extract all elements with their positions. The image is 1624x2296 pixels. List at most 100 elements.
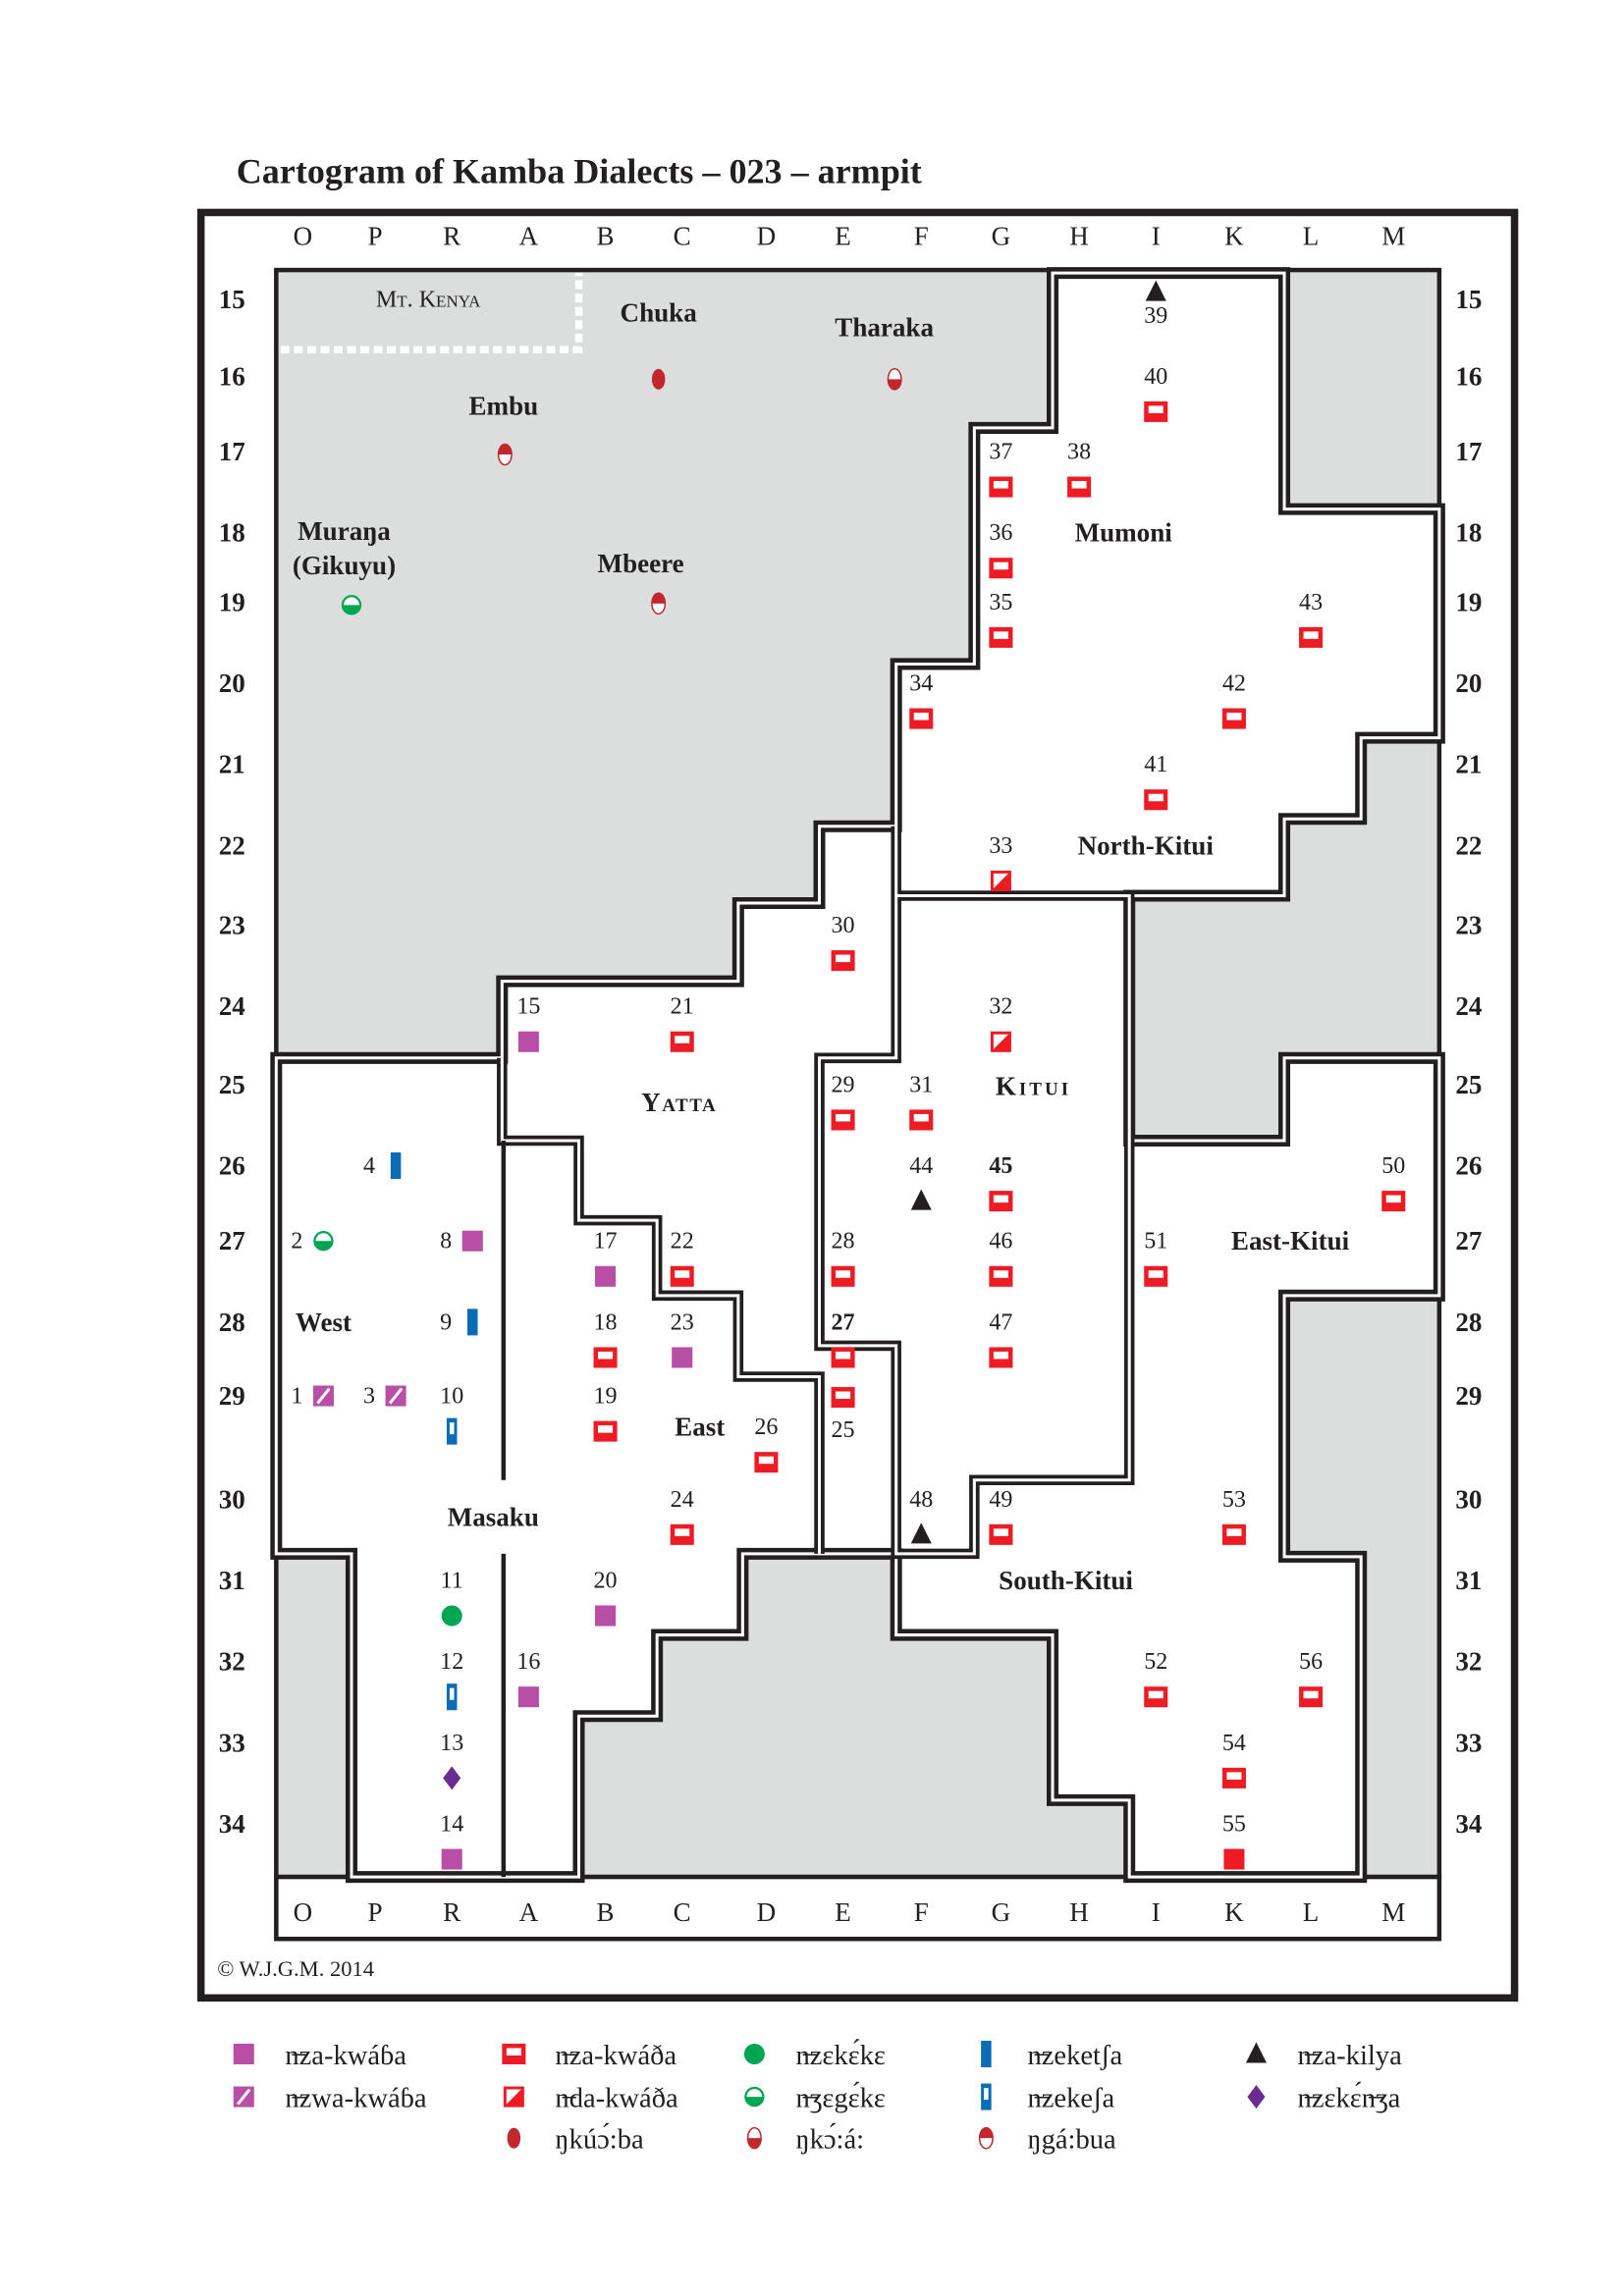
region-mt-kenya: Mt. Kenya (376, 288, 481, 313)
purple-square-icon (517, 1686, 539, 1708)
site-15: 15 (516, 994, 540, 1052)
left-row-label: 28 (219, 1308, 245, 1337)
site-2: 2 (291, 1229, 334, 1255)
red-top-half-oval-icon (978, 2126, 994, 2150)
right-row-label: 33 (1455, 1728, 1482, 1757)
red-window-square-icon (989, 1347, 1013, 1368)
purple-slashed-square-icon (233, 2086, 254, 2108)
right-row-label: 26 (1455, 1151, 1482, 1181)
legend-label: n̶ʒɛgɛ́kɛ (795, 2081, 885, 2114)
site-number: 27 (832, 1309, 855, 1335)
red-oval-icon (651, 368, 666, 390)
legend-item: n̶zeketʃa (981, 2040, 1122, 2071)
right-row-label: 22 (1455, 830, 1482, 860)
bottom-column-label: E (835, 1897, 851, 1927)
site-35: 35 (989, 590, 1013, 648)
site-32: 32 (989, 994, 1012, 1052)
blue-slotted-bar-icon (446, 1417, 458, 1445)
legend-item: n̶za-kwáða (502, 2041, 677, 2071)
red-window-square-icon (831, 1265, 855, 1287)
left-row-label: 33 (219, 1728, 245, 1757)
legend-label: ŋkúɔ́:ba (555, 2122, 644, 2156)
red-window-square-icon (909, 708, 934, 729)
site-number: 50 (1381, 1153, 1405, 1179)
top-column-label: E (835, 222, 851, 251)
left-row-label: 24 (219, 991, 246, 1021)
site-number: 29 (832, 1072, 855, 1097)
legend-item: n̶ʒɛgɛ́kɛ (744, 2081, 886, 2114)
left-row-label: 17 (219, 437, 245, 466)
site-number: 11 (441, 1568, 463, 1593)
legend-label: n̶zɛkɛ́n̶ʒa (1298, 2081, 1401, 2114)
red-window-square-icon (1144, 400, 1168, 422)
legend-label: n̶za-kwáða (555, 2041, 677, 2071)
site-1: 1 (291, 1384, 334, 1410)
black-triangle-icon (1145, 280, 1166, 301)
red-window-square-icon (754, 1452, 779, 1473)
site-number: 43 (1299, 590, 1323, 615)
region-embu: Embu (469, 391, 539, 420)
bottom-column-label: L (1303, 1897, 1320, 1927)
top-column-label: G (992, 222, 1011, 251)
legend-item: n̶zwa-kwáɓa (233, 2084, 427, 2114)
site-24: 24 (670, 1487, 694, 1545)
site-30: 30 (831, 913, 855, 972)
site-number: 30 (832, 913, 855, 938)
site-46: 46 (989, 1229, 1013, 1287)
bottom-column-label: D (757, 1897, 777, 1927)
right-row-label: 25 (1455, 1070, 1482, 1099)
region-south-kitui: South-Kitui (999, 1566, 1133, 1595)
left-row-label: 25 (219, 1070, 245, 1099)
solid-red-square-icon (1223, 1848, 1245, 1870)
red-window-square-icon (593, 1420, 618, 1442)
region-east-kitui: East-Kitui (1231, 1226, 1350, 1255)
site-number: 12 (440, 1649, 463, 1675)
red-window-square-icon (989, 1191, 1013, 1212)
site-number: 10 (440, 1384, 463, 1410)
site-52: 52 (1144, 1649, 1168, 1708)
legend-label: n̶zekeʃa (1027, 2084, 1114, 2114)
red-oval-icon (507, 2127, 521, 2149)
red-window-square-icon (989, 558, 1013, 579)
site-number: 54 (1222, 1731, 1246, 1756)
top-column-label: R (443, 222, 460, 251)
red-window-square-icon (831, 950, 855, 972)
red-triangle-square-icon (990, 870, 1011, 891)
red-window-square-icon (989, 1265, 1013, 1287)
site-27: 27 (831, 1309, 855, 1368)
red-window-square-icon (831, 1387, 855, 1409)
left-row-label: 32 (219, 1647, 245, 1677)
legend-item: n̶zɛkɛ́kɛ (743, 2038, 886, 2071)
purple-diamond-icon (443, 1766, 461, 1790)
bottom-label-strip (274, 1874, 1442, 1942)
site-49: 49 (989, 1487, 1013, 1545)
site-number: 3 (363, 1384, 375, 1410)
site-number: 42 (1222, 671, 1246, 697)
red-window-square-icon (1221, 708, 1246, 729)
right-row-label: 32 (1455, 1647, 1482, 1677)
right-row-label: 17 (1455, 437, 1482, 466)
survey-sites: 1234891011121314151617181920212223242526… (291, 280, 1406, 1870)
site-29: 29 (831, 1072, 855, 1131)
right-row-label: 20 (1455, 668, 1482, 698)
region-east: East (675, 1413, 725, 1442)
red-window-square-icon (1299, 626, 1324, 648)
site-number: 39 (1144, 303, 1167, 329)
top-column-label: F (914, 222, 929, 251)
site-number: 19 (594, 1384, 618, 1410)
legend-label: ŋkɔ́:á: (795, 2122, 864, 2156)
top-column-label: C (674, 222, 691, 251)
purple-square-icon (595, 1265, 617, 1287)
site-48: 48 (909, 1487, 933, 1544)
red-window-square-icon (670, 1031, 694, 1052)
site-22: 22 (670, 1229, 694, 1287)
left-row-label: 20 (219, 668, 245, 698)
site-3: 3 (363, 1384, 406, 1410)
site-39: 39 (1144, 280, 1167, 329)
legend-item: ŋkɔ́:á: (746, 2122, 864, 2156)
left-row-label: 27 (219, 1226, 245, 1255)
mt-kenya-boundary (280, 273, 583, 354)
legend-label: ŋgá:bua (1027, 2125, 1116, 2156)
purple-square-icon (233, 2043, 254, 2064)
region-kitui: Kitui (996, 1071, 1071, 1100)
